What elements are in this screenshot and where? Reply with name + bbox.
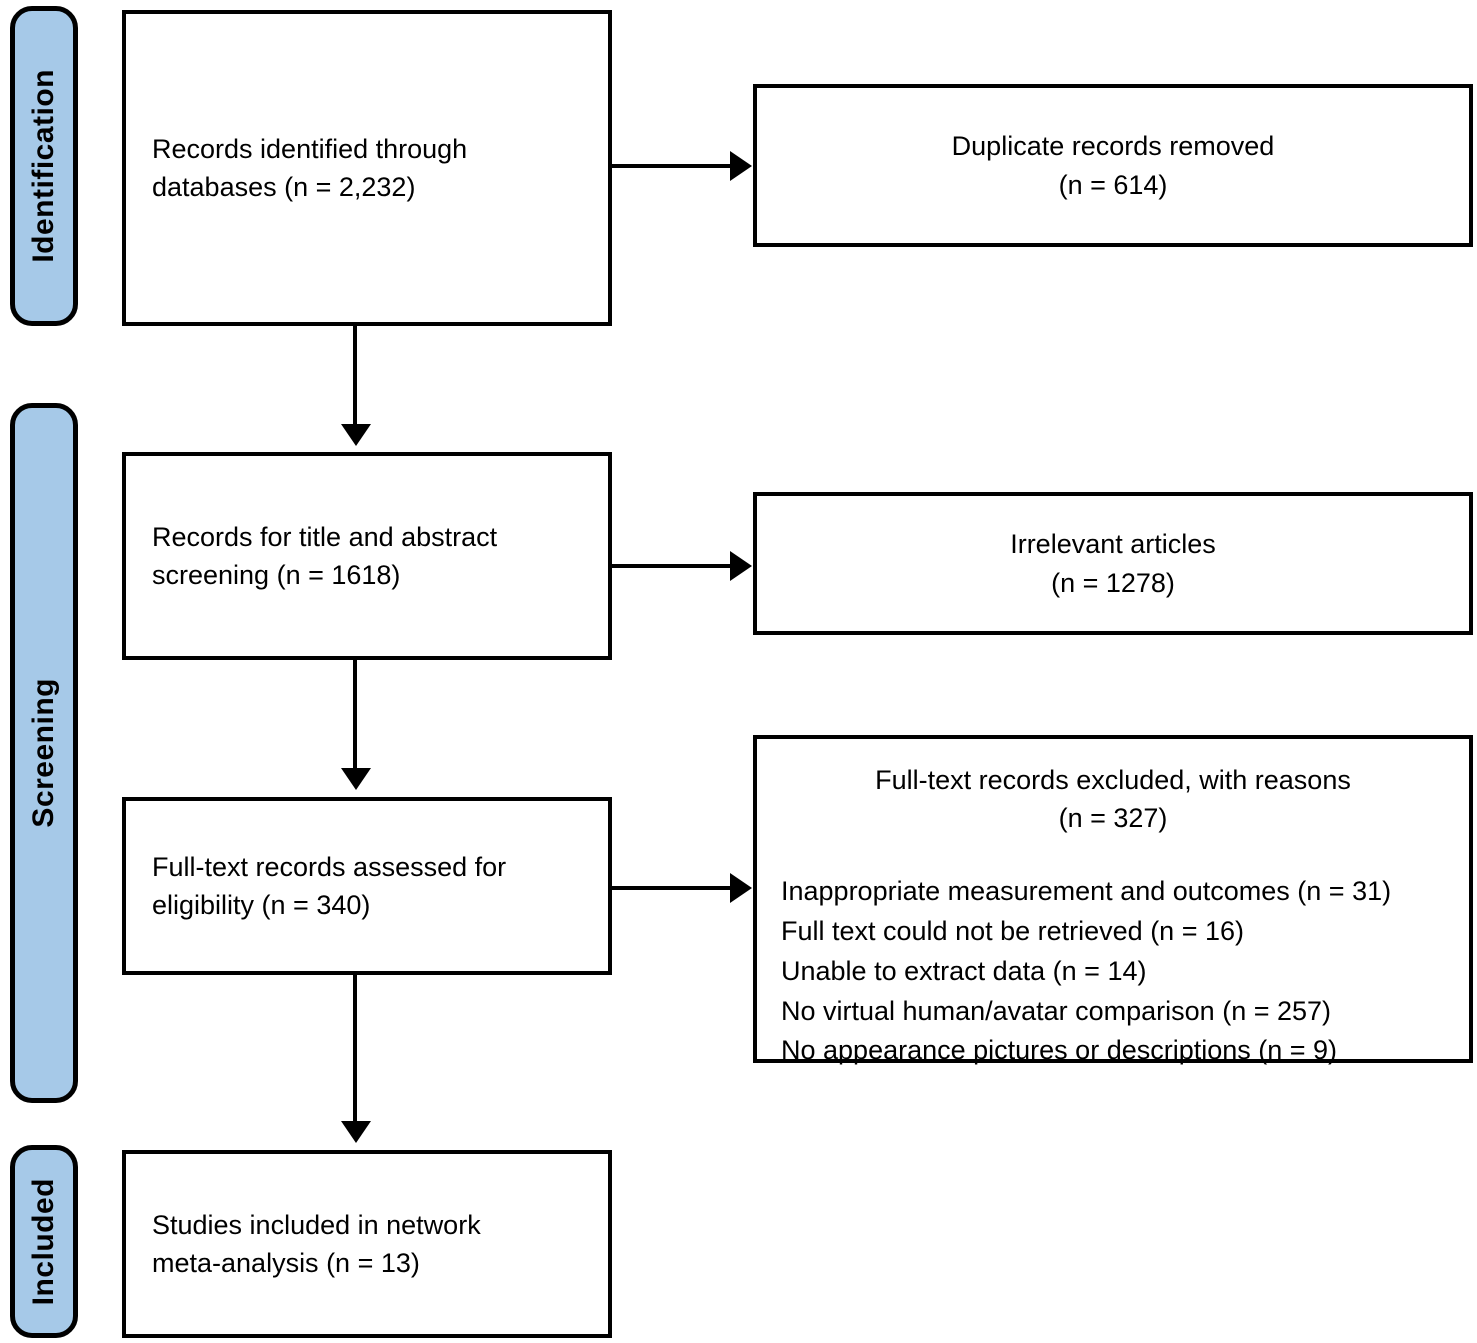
box-records-identified: Records identified through databases (n … <box>122 10 612 326</box>
exclusion-reason-item: No appearance pictures or descriptions (… <box>781 1035 1338 1066</box>
connector-identified-to-duplicates <box>612 164 732 168</box>
box-records-identified-line1: Records identified through <box>152 133 468 164</box>
box-records-screened: Records for title and abstract screening… <box>122 452 612 660</box>
box-fulltext-assessed: Full-text records assessed for eligibili… <box>122 797 612 975</box>
connector-screened-to-irrelevant <box>612 564 732 568</box>
box-records-identified-line2: databases (n = 2,232) <box>152 172 416 202</box>
box-duplicate-records-removed-line2: (n = 614) <box>1058 169 1168 200</box>
exclusion-reason-item: No virtual human/avatar comparison (n = … <box>781 995 1332 1026</box>
box-fulltext-assessed-text: Full-text records assessed for eligibili… <box>126 848 608 925</box>
arrow-right-icon <box>730 151 752 181</box>
box-fulltext-excluded-header-line2: (n = 327) <box>1058 803 1168 834</box>
arrow-right-icon <box>730 551 752 581</box>
box-records-screened-line1: Records for title and abstract <box>152 521 498 552</box>
connector-identified-to-screened <box>353 326 357 426</box>
box-irrelevant-articles: Irrelevant articles (n = 1278) <box>753 492 1473 635</box>
box-fulltext-assessed-line1: Full-text records assessed for <box>152 851 507 882</box>
exclusion-reason-item: Unable to extract data (n = 14) <box>781 955 1147 986</box>
box-studies-included-line2: meta-analysis (n = 13) <box>152 1248 420 1278</box>
stage-label-included: Included <box>27 1177 60 1306</box>
stage-bar-identification: Identification <box>10 6 78 326</box>
arrow-right-icon <box>730 873 752 903</box>
connector-fulltext-to-excluded <box>612 886 732 890</box>
arrow-down-icon <box>341 424 371 446</box>
box-records-screened-line2: screening (n = 1618) <box>152 560 401 590</box>
stage-label-screening: Screening <box>27 678 60 828</box>
box-studies-included-text: Studies included in network meta-analysi… <box>126 1206 608 1283</box>
exclusion-reason-item: Inappropriate measurement and outcomes (… <box>781 875 1392 906</box>
box-studies-included-line1: Studies included in network <box>152 1209 481 1240</box>
connector-fulltext-to-included <box>353 975 357 1123</box>
box-studies-included: Studies included in network meta-analysi… <box>122 1150 612 1338</box>
stage-bar-screening: Screening <box>10 403 78 1103</box>
exclusion-reason-item: Full text could not be retrieved (n = 16… <box>781 915 1244 946</box>
box-records-screened-text: Records for title and abstract screening… <box>126 518 608 595</box>
arrow-down-icon <box>341 768 371 790</box>
box-fulltext-assessed-line2: eligibility (n = 340) <box>152 890 371 920</box>
box-duplicate-records-removed-line1: Duplicate records removed <box>951 131 1275 162</box>
exclusion-reason-list: Inappropriate measurement and outcomes (… <box>757 838 1469 1072</box>
box-fulltext-excluded: Full-text records excluded, with reasons… <box>753 735 1473 1065</box>
box-irrelevant-articles-line2: (n = 1278) <box>1051 567 1175 598</box>
box-irrelevant-articles-line1: Irrelevant articles <box>1010 529 1216 560</box>
box-records-identified-text: Records identified through databases (n … <box>126 130 608 207</box>
box-duplicate-records-removed-text: Duplicate records removed (n = 614) <box>757 127 1469 204</box>
box-irrelevant-articles-text: Irrelevant articles (n = 1278) <box>757 525 1469 602</box>
box-fulltext-excluded-header: Full-text records excluded, with reasons… <box>757 739 1469 838</box>
box-duplicate-records-removed: Duplicate records removed (n = 614) <box>753 84 1473 247</box>
connector-screened-to-fulltext <box>353 660 357 770</box>
stage-label-identification: Identification <box>27 69 60 263</box>
arrow-down-icon <box>341 1121 371 1143</box>
box-fulltext-excluded-header-line1: Full-text records excluded, with reasons <box>875 765 1351 795</box>
stage-bar-included: Included <box>10 1145 78 1338</box>
